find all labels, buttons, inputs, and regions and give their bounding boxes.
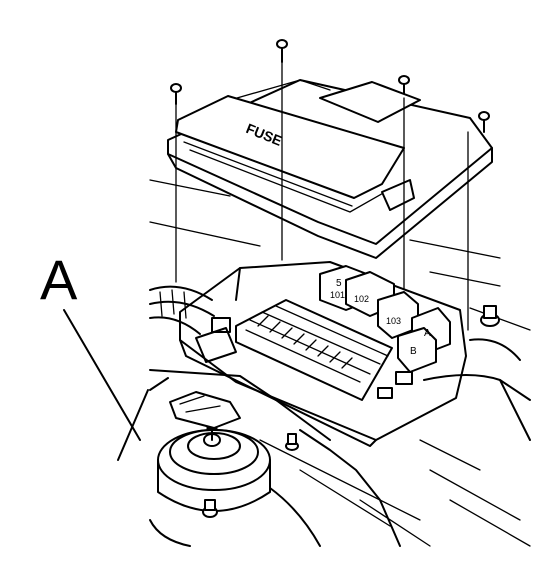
relay-label-b: B — [410, 346, 417, 357]
relay-label-5: 5 — [336, 278, 342, 289]
relay-b — [397, 327, 437, 373]
callout-leader-line-2 — [117, 389, 149, 461]
callout-label-a: A — [40, 248, 78, 311]
strut-mount — [157, 423, 271, 512]
inner-fuse-lid: FUSE — [175, 95, 415, 213]
screw-top-left — [170, 83, 182, 105]
body-panel — [149, 369, 531, 547]
hose-clamp — [169, 391, 241, 429]
callout-leader-line — [63, 309, 141, 441]
relay-label-102: 102 — [354, 294, 369, 304]
fuse-rows — [245, 305, 389, 383]
right-mount-bolt — [469, 305, 521, 361]
relay-label-a: A — [424, 328, 431, 339]
strut-bolt-right — [285, 433, 299, 451]
fuse-box-base: 5 101 102 103 A B — [179, 261, 467, 447]
relay-label-101: 101 — [330, 290, 345, 300]
guide-lines — [175, 61, 469, 331]
screw-top-right — [398, 75, 410, 99]
screw-far-right — [478, 111, 490, 133]
wiring-harness — [149, 285, 237, 363]
relay-label-103: 103 — [386, 316, 401, 326]
strut-bolt-bottom — [202, 499, 218, 518]
screw-top-center — [276, 39, 288, 63]
engine-bay-hatching — [149, 179, 531, 547]
